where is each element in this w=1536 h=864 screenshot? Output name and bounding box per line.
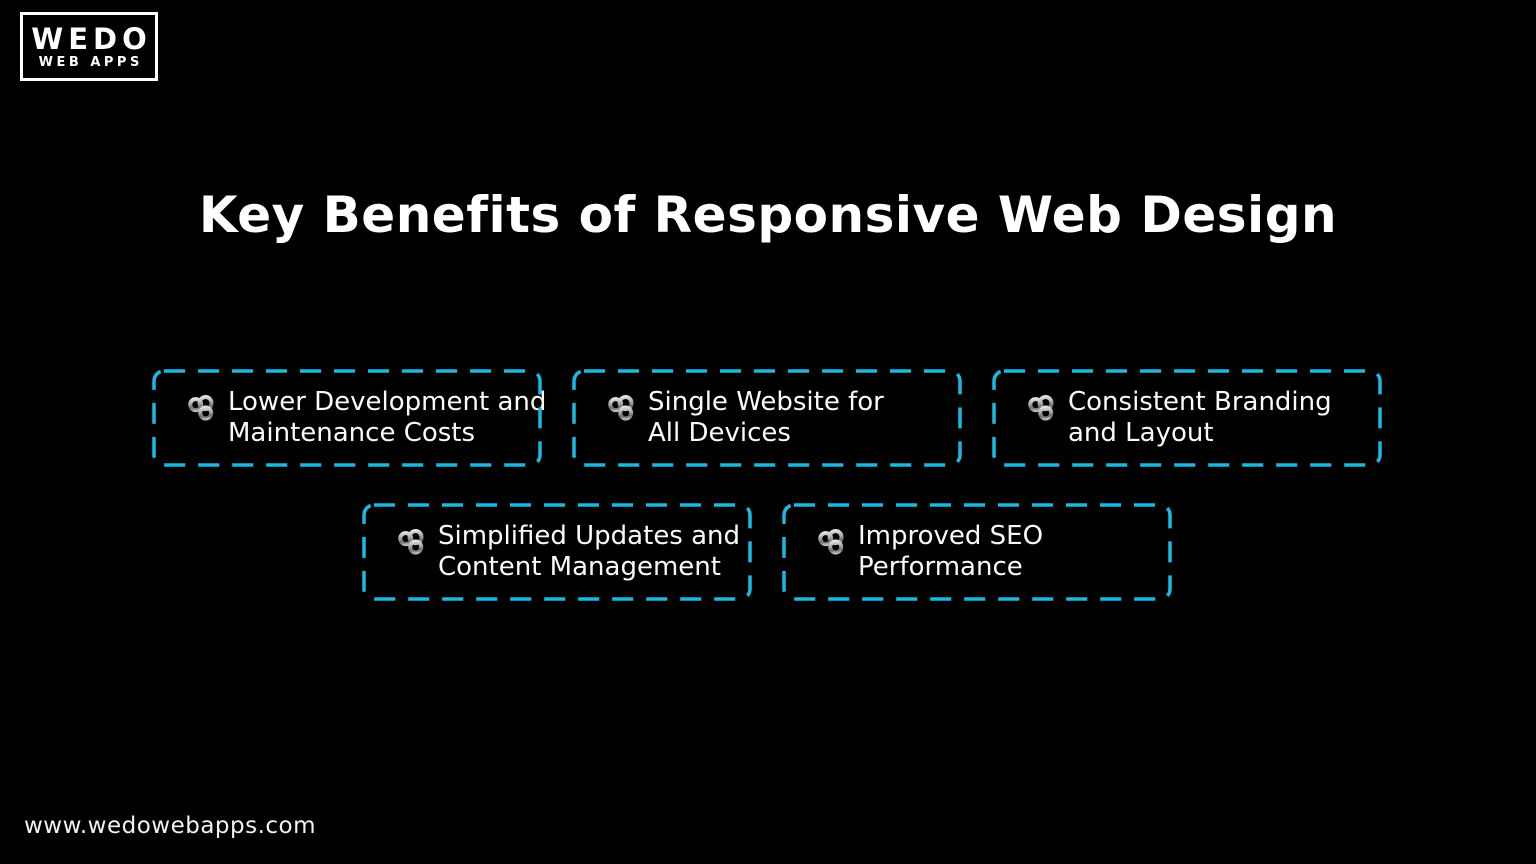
- benefit-card-lower-costs: Lower Development and Maintenance Costs: [152, 369, 546, 467]
- benefit-card-single-website: Single Website for All Devices: [572, 369, 962, 467]
- benefit-label-line: Content Management: [438, 552, 721, 582]
- benefit-label-line: Single Website for: [648, 386, 884, 417]
- old-key-icon: [590, 390, 636, 445]
- benefit-label-line: Consistent Branding: [1068, 386, 1332, 417]
- page-title: Key Benefits of Responsive Web Design: [198, 186, 1338, 244]
- benefit-card-consistent-branding: Consistent Branding and Layout: [992, 369, 1382, 467]
- logo-text-webapps: WEB APPS: [38, 54, 143, 70]
- benefit-label: Single Website for All Devices: [648, 387, 884, 449]
- benefit-label-line: Simplified Updates and: [438, 520, 741, 551]
- benefit-label: Lower Development and Maintenance Costs: [228, 387, 546, 449]
- old-key-icon: [800, 524, 846, 579]
- benefit-label-line: Maintenance Costs: [228, 418, 476, 448]
- benefit-label-line: All Devices: [648, 418, 791, 448]
- benefit-label: Improved SEO Performance: [858, 521, 1043, 583]
- benefit-label: Consistent Branding and Layout: [1068, 387, 1332, 449]
- benefit-card-improved-seo: Improved SEO Performance: [782, 503, 1172, 601]
- benefit-label-line: Performance: [858, 552, 1023, 582]
- logo-text-wedo: WEDO: [31, 21, 152, 56]
- benefit-label-line: Improved SEO: [858, 520, 1044, 551]
- website-url: www.wedowebapps.com: [24, 813, 317, 839]
- benefit-card-simplified-updates: Simplified Updates and Content Managemen…: [362, 503, 752, 601]
- wedowebapps-logo: WEDO WEB APPS: [20, 12, 158, 81]
- old-key-icon: [380, 524, 426, 579]
- benefit-label-line: Lower Development and: [228, 386, 547, 417]
- benefit-label-line: and Layout: [1068, 418, 1214, 448]
- old-key-icon: [170, 390, 216, 445]
- old-key-icon: [1010, 390, 1056, 445]
- benefit-label: Simplified Updates and Content Managemen…: [438, 521, 740, 583]
